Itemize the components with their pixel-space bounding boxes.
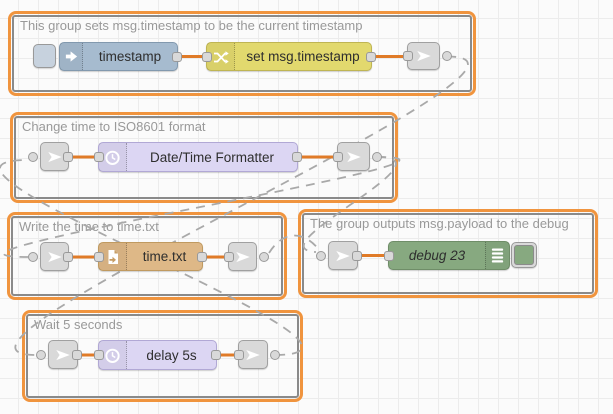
input-port[interactable] — [94, 252, 104, 262]
group-label: Wait 5 seconds — [34, 317, 122, 332]
output-port[interactable] — [63, 252, 73, 262]
node-link-in-2[interactable] — [40, 142, 69, 171]
input-port[interactable] — [202, 52, 212, 62]
node-inject-timestamp[interactable]: timestamp — [59, 42, 178, 71]
debug-enable-button[interactable] — [511, 242, 537, 268]
debug-enable-state — [514, 245, 534, 265]
link-port[interactable] — [372, 152, 382, 162]
link-port[interactable] — [28, 152, 38, 162]
group-label: Change time to ISO8601 format — [22, 119, 206, 134]
node-label: timestamp — [83, 43, 177, 70]
output-port[interactable] — [366, 52, 376, 62]
output-port[interactable] — [63, 152, 73, 162]
output-port[interactable] — [352, 251, 362, 261]
link-in-icon — [46, 248, 64, 266]
inject-trigger-button[interactable] — [33, 44, 56, 68]
node-label: Date/Time Formatter — [127, 143, 297, 171]
output-port[interactable] — [172, 52, 182, 62]
input-port[interactable] — [384, 251, 394, 261]
input-port[interactable] — [94, 350, 104, 360]
debug-sidebar-icon — [485, 242, 509, 269]
link-port[interactable] — [28, 252, 38, 262]
link-port[interactable] — [270, 350, 280, 360]
link-port[interactable] — [316, 251, 326, 261]
node-link-out-3[interactable] — [228, 242, 257, 271]
node-link-in-4[interactable] — [328, 241, 358, 270]
node-label: debug 23 — [389, 242, 485, 269]
node-change-set-timestamp[interactable]: set msg.timestamp — [206, 42, 372, 71]
output-port[interactable] — [72, 350, 82, 360]
input-port[interactable] — [234, 350, 244, 360]
node-label: time.txt — [127, 243, 202, 270]
node-delay[interactable]: delay 5s — [98, 340, 217, 370]
link-out-icon — [345, 148, 363, 166]
output-port[interactable] — [211, 350, 221, 360]
link-port[interactable] — [36, 350, 46, 360]
node-datetime-formatter[interactable]: Date/Time Formatter — [98, 142, 298, 172]
node-link-out-5[interactable] — [238, 340, 268, 369]
inject-icon — [60, 43, 83, 70]
node-label: set msg.timestamp — [235, 43, 371, 70]
output-port[interactable] — [292, 152, 302, 162]
node-file-write[interactable]: time.txt — [98, 242, 203, 271]
group-label: This group sets msg.timestamp to be the … — [20, 18, 362, 33]
link-in-icon — [54, 346, 72, 364]
output-port[interactable] — [197, 252, 207, 262]
link-in-icon — [46, 148, 64, 166]
link-port[interactable] — [442, 51, 452, 61]
link-out-icon — [415, 47, 433, 65]
input-port[interactable] — [224, 252, 234, 262]
link-port[interactable] — [259, 252, 269, 262]
node-link-out-2[interactable] — [337, 142, 370, 171]
input-port[interactable] — [333, 152, 343, 162]
input-port[interactable] — [403, 51, 413, 61]
link-out-icon — [244, 346, 262, 364]
link-out-icon — [234, 248, 252, 266]
group-label: The group outputs msg.payload to the deb… — [310, 216, 569, 231]
node-debug[interactable]: debug 23 — [388, 241, 510, 270]
node-link-in-3[interactable] — [40, 242, 69, 271]
node-link-out-1[interactable] — [407, 42, 440, 70]
node-label: delay 5s — [127, 341, 216, 369]
input-port[interactable] — [94, 152, 104, 162]
link-in-icon — [334, 247, 352, 265]
node-link-in-5[interactable] — [48, 340, 78, 369]
